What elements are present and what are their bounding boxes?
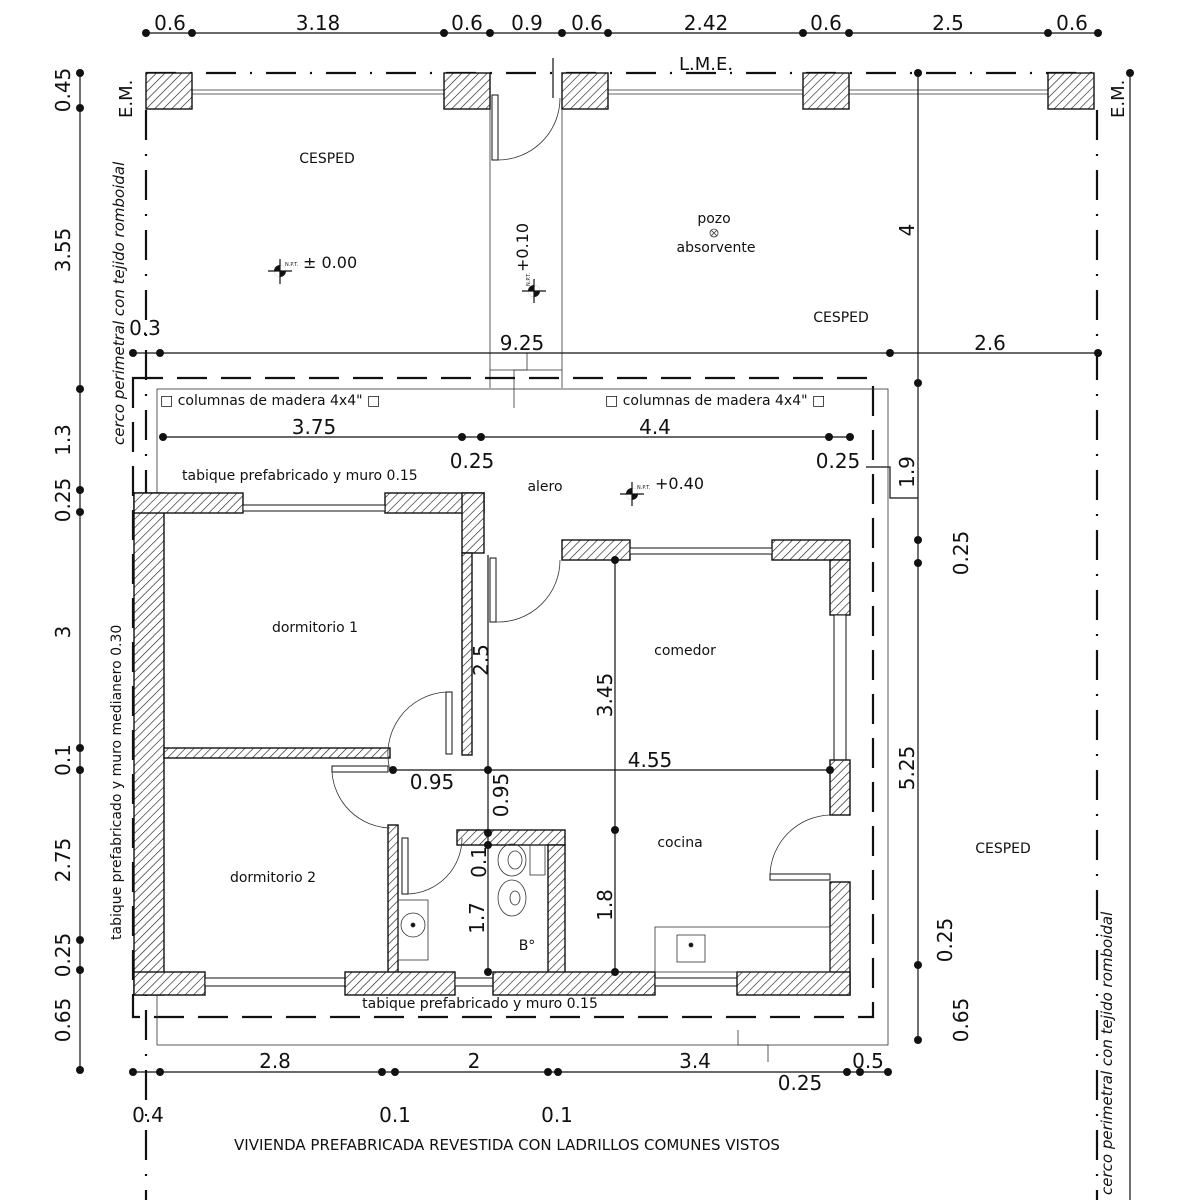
- dim-label: 3.18: [296, 11, 341, 35]
- dim-label: 3.75: [292, 415, 337, 439]
- dim-label: 2.5: [932, 11, 964, 35]
- level-marker-icon: N.P.T. ± 0.00: [268, 253, 357, 284]
- level-label: ± 0.00: [303, 253, 357, 272]
- level-marker-icon: N.P.T. +0.40: [620, 474, 704, 506]
- dim-label: 1.8: [593, 889, 617, 921]
- dim-label: 0.6: [810, 11, 842, 35]
- front-fence: L.M.E.: [145, 54, 1098, 110]
- dim-label: 0.3: [129, 316, 161, 340]
- wall-bottom-label: tabique prefabricado y muro 0.15: [362, 996, 598, 1012]
- dim-label: 3.55: [51, 228, 75, 273]
- em-right-label: E.M.: [1108, 80, 1129, 118]
- well-label: absorvente: [677, 240, 756, 256]
- front-dimension-line: 3.75 4.4 0.25 0.25: [159, 415, 860, 473]
- dim-label: 0.65: [949, 998, 973, 1043]
- lawn-label: CESPED: [299, 151, 355, 167]
- dim-label: 1.9: [895, 456, 919, 488]
- right-dimension-line: 4 1.9 0.25 5.25 0.25 0.65: [866, 69, 1134, 1200]
- dim-label: 0.6: [1056, 11, 1088, 35]
- dim-label: 5.25: [895, 746, 919, 791]
- dim-label: 0.65: [51, 998, 75, 1043]
- bathroom-fixtures: [397, 843, 546, 961]
- kitchen-counter: [654, 926, 831, 973]
- dim-label: 0.25: [933, 918, 957, 963]
- fence-left-label: cerco perimetral con tejido romboidal: [110, 161, 128, 445]
- dim-label: 3.45: [593, 673, 617, 718]
- dim-label: 0.25: [51, 933, 75, 978]
- house-walls: [133, 492, 851, 996]
- wall-top-label: tabique prefabricado y muro 0.15: [182, 468, 418, 484]
- dim-label: 0.95: [410, 770, 455, 794]
- dim-label: 0.4: [132, 1103, 164, 1127]
- columns-label: □ columnas de madera 4x4" □: [605, 393, 825, 409]
- dim-label: 3.4: [679, 1049, 711, 1073]
- level-label: +0.10: [513, 223, 532, 272]
- bottom-dimension-line: 2.8 2 3.4 0.5 0.25 0.4 0.1 0.1: [129, 1049, 892, 1127]
- dim-label: 0.45: [51, 68, 75, 113]
- npt-label: N.P.T.: [285, 262, 299, 268]
- plan-title: VIVIENDA PREFABRICADA REVESTIDA CON LADR…: [234, 1136, 780, 1154]
- dim-label: 4.55: [628, 748, 673, 772]
- well-label: pozo: [697, 211, 730, 227]
- dim-label: 0.5: [852, 1049, 884, 1073]
- dim-label: 2.8: [259, 1049, 291, 1073]
- dim-label: 2.5: [469, 644, 493, 676]
- dim-label: 4.4: [639, 415, 671, 439]
- left-dimension-line: 0.45 3.55 1.3 0.25 3 0.1 2.75 0.25 0.65: [51, 68, 84, 1074]
- well-icon: [709, 228, 719, 238]
- room-label-cocina: cocina: [657, 835, 702, 851]
- dim-label: 9.25: [500, 331, 545, 355]
- fence-right-label: cerco perimetral con tejido romboidal: [1098, 911, 1116, 1195]
- dim-label: 0.6: [451, 11, 483, 35]
- npt-label: N.P.T.: [637, 485, 651, 491]
- dim-label: 0.9: [511, 11, 543, 35]
- dim-label: 0.1: [467, 846, 491, 878]
- room-label-bano: B°: [519, 938, 536, 954]
- dim-label: 0.95: [489, 773, 513, 818]
- interior-dimensions: 2.5 3.45 4.55 0.95 0.95 0.1 1.7 1.8: [389, 555, 834, 976]
- level-marker-icon: N.P.T. +0.10: [513, 223, 546, 303]
- room-label-comedor: comedor: [654, 643, 716, 659]
- dim-label: 0.25: [816, 449, 861, 473]
- npt-label: N.P.T.: [526, 272, 532, 286]
- dim-label: 0.25: [450, 449, 495, 473]
- dim-leader: [737, 1030, 769, 1062]
- dim-label: 2: [468, 1049, 481, 1073]
- site-dimension-line: 9.25 2.6 0.3: [129, 316, 1102, 357]
- dim-label: 0.6: [154, 11, 186, 35]
- level-label: +0.40: [655, 474, 704, 493]
- dim-label: 2.42: [684, 11, 729, 35]
- top-dimension-line: 0.6 3.18 0.6 0.9 0.6 2.42 0.6 2.5 0.6: [142, 11, 1102, 37]
- dim-label: 1.3: [51, 424, 75, 456]
- dim-label: 0.25: [949, 531, 973, 576]
- lawn-label: CESPED: [975, 841, 1031, 857]
- dim-label: 0.1: [51, 744, 75, 776]
- dim-label: 2.6: [974, 331, 1006, 355]
- gate-door: [491, 94, 561, 161]
- house-footprint: [131, 376, 875, 1019]
- dim-label: 1.7: [465, 902, 489, 934]
- dim-label: 0.25: [51, 478, 75, 523]
- dim-label: 0.1: [541, 1103, 573, 1127]
- wall-left-label: tabique prefabricado y muro medianero 0.…: [109, 625, 125, 940]
- doors: [331, 557, 831, 895]
- dim-label: 0.25: [778, 1071, 823, 1095]
- room-label-dormitorio-1: dormitorio 1: [272, 620, 358, 636]
- dim-label: 0.1: [379, 1103, 411, 1127]
- eave-label: alero: [527, 479, 562, 495]
- lawn-label: CESPED: [813, 310, 869, 326]
- room-label-dormitorio-2: dormitorio 2: [230, 870, 316, 886]
- columns-label: □ columnas de madera 4x4" □: [160, 393, 380, 409]
- dim-label: 0.6: [571, 11, 603, 35]
- dim-label: 4: [895, 224, 919, 237]
- dim-label: 3: [51, 626, 75, 639]
- em-left-label: E.M.: [116, 80, 137, 118]
- dim-label: 2.75: [51, 838, 75, 883]
- lme-label: L.M.E.: [679, 54, 733, 75]
